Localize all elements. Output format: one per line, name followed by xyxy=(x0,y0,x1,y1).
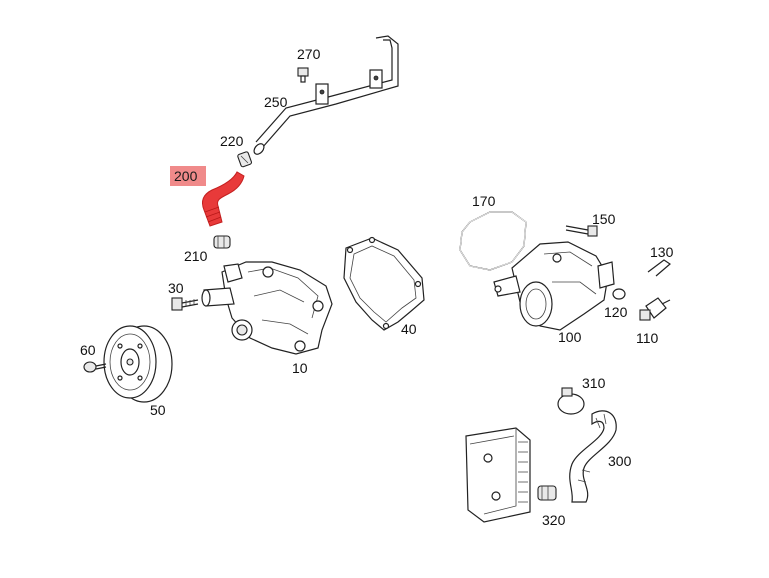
part-30-bolt[interactable] xyxy=(171,297,199,311)
part-130-clip[interactable] xyxy=(647,259,671,277)
part-170-seal[interactable] xyxy=(459,211,527,271)
part-50-pulley[interactable] xyxy=(103,325,173,403)
label-120[interactable]: 120 xyxy=(604,304,628,320)
part-210-clamp[interactable] xyxy=(213,235,231,249)
part-300-hose[interactable] xyxy=(569,410,617,503)
label-130[interactable]: 130 xyxy=(650,244,674,260)
part-120-o-ring[interactable] xyxy=(612,288,626,300)
label-170[interactable]: 170 xyxy=(472,193,496,209)
part-100-thermostat-housing[interactable] xyxy=(493,241,615,331)
part-270-bolt[interactable] xyxy=(297,67,309,83)
oil-cooler[interactable] xyxy=(465,427,531,523)
part-10-water-pump[interactable] xyxy=(201,261,333,355)
part-60-bolt[interactable] xyxy=(83,361,107,373)
selected-part-highlight xyxy=(170,166,206,186)
label-60[interactable]: 60 xyxy=(80,342,96,358)
label-150[interactable]: 150 xyxy=(592,211,616,227)
part-40-gasket[interactable] xyxy=(343,236,425,331)
part-200-hose[interactable] xyxy=(201,171,245,227)
label-50[interactable]: 50 xyxy=(150,402,166,418)
label-40[interactable]: 40 xyxy=(401,321,417,337)
part-110-sensor[interactable] xyxy=(639,297,671,321)
part-310-clamp[interactable] xyxy=(557,387,585,415)
label-250[interactable]: 250 xyxy=(264,94,288,110)
label-300[interactable]: 300 xyxy=(608,453,632,469)
label-220[interactable]: 220 xyxy=(220,133,244,149)
label-320[interactable]: 320 xyxy=(542,512,566,528)
label-270[interactable]: 270 xyxy=(297,46,321,62)
part-250-pipe[interactable] xyxy=(252,35,399,156)
label-10[interactable]: 10 xyxy=(292,360,308,376)
label-100[interactable]: 100 xyxy=(558,329,582,345)
label-310[interactable]: 310 xyxy=(582,375,606,391)
part-150-bolt[interactable] xyxy=(565,225,598,237)
part-220-clamp[interactable] xyxy=(237,151,253,168)
label-110[interactable]: 110 xyxy=(636,330,659,346)
label-210[interactable]: 210 xyxy=(184,248,208,264)
part-320-clamp[interactable] xyxy=(537,485,557,501)
label-30[interactable]: 30 xyxy=(168,280,184,296)
label-200[interactable]: 200 xyxy=(174,168,198,184)
